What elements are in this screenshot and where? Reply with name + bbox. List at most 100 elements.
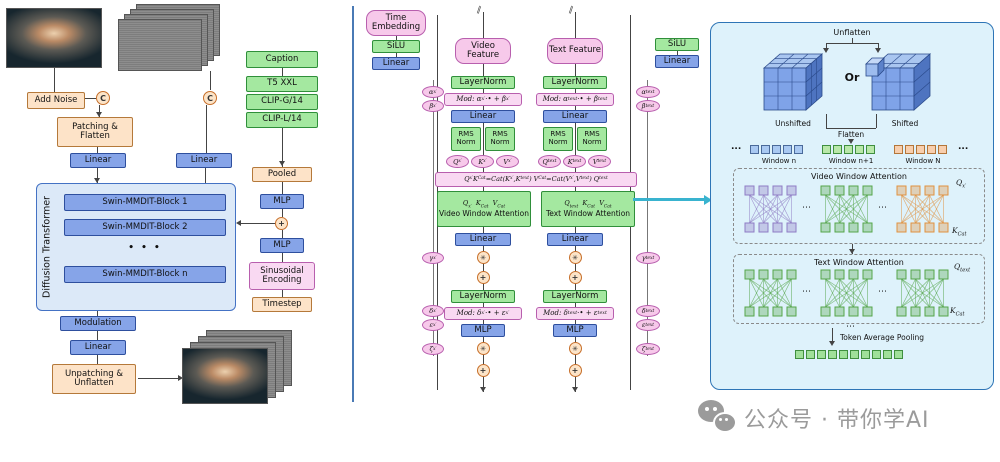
token	[794, 145, 803, 154]
video-window-attention-box: Qx′ KCat VCat Video Window Attention	[437, 191, 531, 227]
connector	[205, 168, 206, 183]
pooled-box: Pooled	[252, 167, 312, 182]
add-op-icon: +	[476, 364, 490, 377]
rms-norm-box: RMS Norm	[577, 127, 607, 151]
unpatching-unflatten-box: Unpatching & Unflatten	[52, 364, 136, 394]
window-N-label: Window N	[905, 156, 941, 165]
output-video-frame	[182, 348, 268, 404]
connector	[282, 68, 283, 76]
window-attention-panel	[710, 22, 994, 390]
k-cat-label: KCat	[952, 226, 967, 238]
attention-graph-window-N	[894, 184, 950, 234]
token	[817, 350, 826, 359]
connector	[97, 355, 98, 364]
token	[927, 145, 936, 154]
text-window-attention-detail-title: Text Window Attention	[814, 257, 904, 267]
layernorm-box: LayerNorm	[451, 76, 515, 89]
conditioning-rail	[647, 80, 648, 356]
linear-box: Linear	[547, 233, 603, 246]
connector	[138, 378, 178, 379]
linear-box: Linear	[455, 233, 511, 246]
text-window-attention-box: Qtext KCat VCat Text Window Attention	[541, 191, 635, 227]
window-ellipsis: ...	[958, 142, 969, 152]
token	[894, 145, 903, 154]
video-attention-title: Video Window Attention	[439, 208, 529, 218]
connector	[97, 168, 98, 183]
window-n1-label: Window n+1	[828, 156, 874, 165]
video-feature-node: Video Feature	[455, 38, 511, 64]
input-video-frame	[6, 8, 102, 68]
swin-mmdit-block-2: Swin-MMDIT-Block 2	[64, 219, 226, 236]
connector	[282, 128, 283, 167]
gate-op-icon: ✳	[568, 251, 582, 264]
token	[905, 145, 914, 154]
connector	[97, 331, 98, 340]
token	[795, 350, 804, 359]
concat-op-icon: C	[96, 91, 110, 105]
connector	[206, 105, 207, 153]
graph-ellipsis: ⋯	[802, 287, 811, 297]
token	[833, 145, 842, 154]
pooling-ellipsis: ⋯	[846, 322, 855, 332]
add-op-icon: +	[568, 364, 582, 377]
token	[761, 145, 770, 154]
pooled-tokens	[795, 350, 905, 359]
clip-g-encoder-box: CLIP-G/14	[246, 94, 318, 110]
layernorm-box: LayerNorm	[451, 290, 515, 303]
wechat-eye	[719, 418, 722, 421]
zoom-arrow	[633, 198, 705, 201]
connector	[97, 311, 98, 316]
token	[772, 145, 781, 154]
mlp-box: MLP	[260, 194, 304, 209]
token	[822, 145, 831, 154]
connector	[99, 105, 100, 117]
token	[839, 350, 848, 359]
layernorm-box: LayerNorm	[543, 76, 607, 89]
text-window-attention-detail	[733, 254, 985, 324]
graph-ellipsis: ⋯	[802, 203, 811, 213]
token	[750, 145, 759, 154]
connector	[826, 43, 827, 49]
diffusion-transformer-label: Diffusion Transformer	[41, 196, 53, 298]
add-op-icon: +	[476, 271, 490, 284]
zoom-arrowhead	[704, 194, 712, 205]
arrowhead	[874, 48, 881, 53]
window-n1-tokens	[822, 145, 877, 154]
add-noise-box: Add Noise	[27, 92, 85, 109]
conditioning-rail	[433, 80, 434, 356]
token	[938, 145, 947, 154]
connector	[876, 114, 877, 128]
linear-box: Linear	[372, 57, 420, 70]
timestep-box: Timestep	[252, 297, 312, 312]
attention-graph-text-2	[818, 268, 874, 318]
token	[894, 350, 903, 359]
attention-graph-window-n1	[818, 184, 874, 234]
video-attention-inputs: Qx′ KCat VCat	[462, 198, 506, 210]
linear-box: Linear	[70, 153, 126, 168]
concat-op-icon: C	[203, 91, 217, 105]
token-average-pooling-label: Token Average Pooling	[840, 333, 925, 342]
mlp-box: MLP	[553, 324, 597, 337]
line-break-mark: ∥	[475, 4, 483, 15]
arrowhead	[95, 112, 102, 117]
arrowhead	[479, 387, 486, 392]
silu-box: SiLU	[372, 40, 420, 53]
modulation-box: Modulation	[60, 316, 136, 331]
caption-box: Caption	[246, 51, 318, 68]
connector	[396, 36, 397, 40]
unshifted-cube	[762, 53, 824, 111]
connector	[97, 147, 98, 153]
gate-op-icon: ✳	[476, 251, 490, 264]
token	[872, 350, 881, 359]
token	[866, 145, 875, 154]
